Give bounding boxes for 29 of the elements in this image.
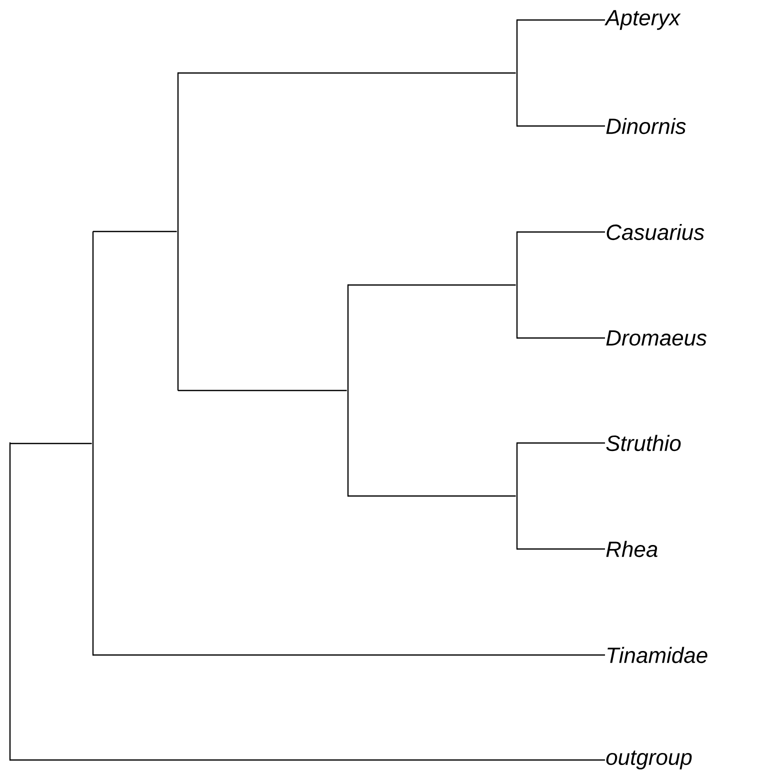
branch-line	[516, 442, 518, 550]
branch-line	[10, 759, 605, 761]
branch-line	[517, 125, 605, 127]
branch-line	[517, 337, 605, 339]
taxon-label: Struthio	[606, 434, 681, 452]
branch-line	[516, 231, 518, 339]
branch-line	[93, 654, 605, 656]
branch-line	[347, 284, 349, 497]
branch-line	[517, 548, 605, 550]
branch-line	[516, 19, 518, 127]
branch-line	[9, 442, 11, 761]
taxon-label: Rhea	[606, 540, 658, 558]
taxon-label: Tinamidae	[608, 646, 708, 664]
branch-line	[178, 390, 347, 392]
taxon-label: Dromaeus	[606, 330, 707, 346]
taxon-label: outgroup	[606, 750, 692, 770]
branch-line	[10, 442, 92, 444]
branch-line	[517, 231, 605, 233]
branch-line	[177, 72, 179, 391]
branch-line	[93, 230, 177, 232]
branch-line	[517, 442, 605, 444]
branch-line	[517, 19, 605, 21]
taxon-label: Dinornis	[606, 118, 686, 134]
branch-line	[92, 231, 94, 656]
branch-line	[348, 284, 516, 286]
taxon-label: Apteryx	[604, 10, 681, 30]
branch-line	[348, 495, 516, 497]
branch-line	[178, 72, 516, 74]
taxon-label: Casuarius	[606, 224, 704, 240]
